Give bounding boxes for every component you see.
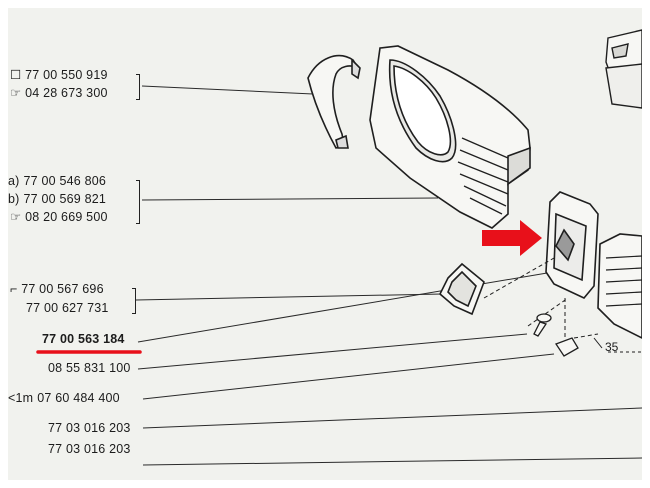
small-icon: ☐ bbox=[10, 68, 26, 82]
bracket-mark: ⌐ bbox=[10, 282, 22, 296]
exploded-diagram bbox=[36, 29, 642, 466]
part-label-badge-alt: 77 00 627 731 bbox=[26, 301, 109, 315]
parts-catalog-page: ☐ 77 00 550 919 ☞ 04 28 673 300 a)77 00 … bbox=[8, 8, 642, 480]
center-badge-plate-part bbox=[545, 191, 599, 299]
diamond-emblem-part bbox=[439, 262, 485, 316]
right-grille-slats bbox=[605, 255, 642, 307]
leader-line bbox=[135, 293, 443, 301]
leader-line bbox=[137, 333, 528, 370]
leader-line bbox=[141, 85, 314, 95]
red-pointer-arrow bbox=[482, 220, 542, 256]
bezel-arc-part bbox=[307, 54, 361, 149]
bracket bbox=[136, 180, 140, 224]
part-label-grille-b: b)77 00 569 821 bbox=[8, 192, 107, 206]
bracket-mark: < bbox=[8, 391, 16, 405]
assembly-lines bbox=[483, 257, 599, 339]
part-label-screw-2: 08 55 831 100 bbox=[48, 361, 131, 375]
grille-slats bbox=[457, 137, 509, 215]
small-icon: ☞ bbox=[10, 210, 26, 224]
part-label-grille-a: a)77 00 546 806 bbox=[8, 174, 107, 188]
leader-line bbox=[142, 353, 555, 400]
dimension-label: 35 bbox=[605, 340, 619, 354]
bracket bbox=[136, 74, 140, 100]
leader-line bbox=[141, 197, 439, 201]
leader-line bbox=[142, 457, 642, 466]
part-label-badge: ⌐ 77 00 567 696 bbox=[10, 282, 104, 296]
part-label-clip-2: 77 03 016 203 bbox=[48, 442, 131, 456]
leader-line bbox=[137, 271, 554, 343]
part-label-clip: 77 03 016 203 bbox=[48, 421, 131, 435]
bracket bbox=[132, 288, 136, 314]
part-label-screw: ☞ 04 28 673 300 bbox=[10, 86, 108, 100]
leader-line bbox=[142, 407, 642, 429]
part-label-emblem-mount-highlighted: 77 00 563 184 bbox=[42, 332, 125, 346]
small-icon: ☞ bbox=[10, 86, 26, 100]
car-thumbnail bbox=[605, 29, 642, 109]
screw-part bbox=[533, 313, 552, 337]
grille-frame-part bbox=[369, 45, 531, 229]
right-grille-part bbox=[597, 233, 642, 339]
part-label-grille-fastener: ☞ 08 20 669 500 bbox=[10, 210, 108, 224]
clip-part bbox=[555, 337, 579, 357]
part-label-grille-badge-clip: ☐ 77 00 550 919 bbox=[10, 68, 108, 82]
dimension-indicator bbox=[593, 337, 642, 353]
